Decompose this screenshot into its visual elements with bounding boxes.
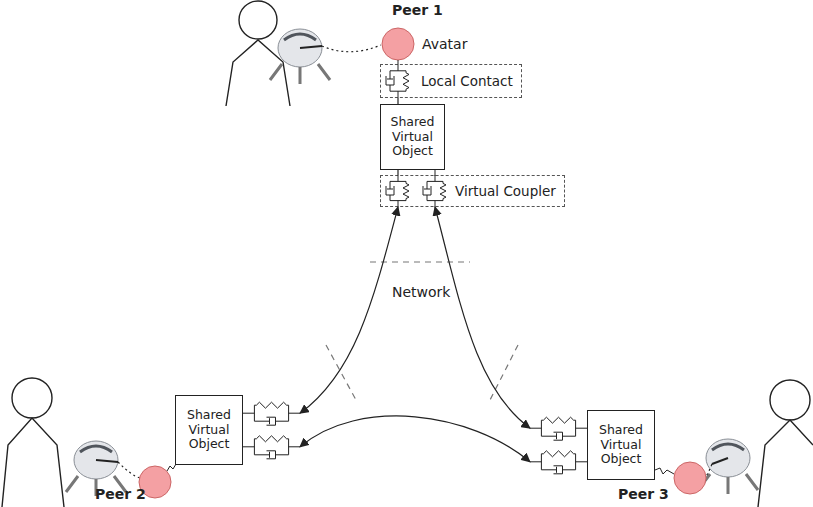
spring-damper-symbol — [530, 417, 587, 440]
text-area: Shared Virtual Object — [175, 395, 243, 465]
box-label: Shared Virtual Object — [175, 408, 243, 451]
network-link — [300, 207, 398, 413]
peer-label: Peer 3 — [618, 486, 669, 502]
spring-damper-symbol — [386, 64, 409, 98]
haptic-device — [66, 29, 758, 496]
shared-object-box: Shared Virtual Object — [530, 410, 655, 480]
box-label: Virtual Coupler — [455, 183, 556, 199]
peer-label: Peer 2 — [95, 486, 146, 502]
peer-label: Network — [390, 284, 452, 300]
component-box: Local Contact — [380, 64, 522, 98]
peer-label: Avatar — [422, 36, 467, 52]
box-label: Shared Virtual Object — [384, 115, 441, 158]
spring-damper-symbol — [243, 436, 300, 459]
network-link — [300, 416, 530, 462]
box-label: Shared Virtual Object — [587, 423, 655, 466]
spring-damper-symbol — [530, 451, 587, 474]
text-area: Shared Virtual Object — [587, 410, 655, 480]
network-link — [435, 207, 530, 428]
component-box: Virtual Coupler — [380, 175, 565, 207]
shared-object-box: Shared Virtual Object — [175, 395, 300, 465]
avatar-circle — [139, 28, 706, 498]
peer-label: Peer 1 — [392, 2, 443, 18]
spring-damper-symbol — [243, 402, 300, 425]
box-label: Local Contact — [421, 73, 513, 89]
spring-damper-symbol — [386, 175, 409, 207]
object-outline — [176, 396, 243, 465]
object-outline — [588, 411, 655, 480]
spring-damper-symbol — [423, 175, 446, 207]
shared-object-box: Shared Virtual Object — [380, 104, 445, 170]
